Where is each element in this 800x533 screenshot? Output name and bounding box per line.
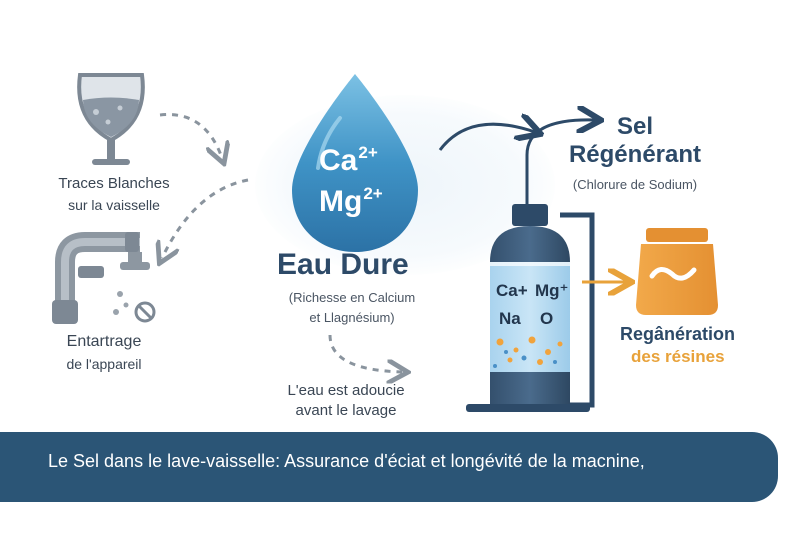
regeneration-title: Regânération xyxy=(620,324,736,344)
wine-glass-icon xyxy=(77,73,145,165)
scaling-subtitle: de l'appareil xyxy=(66,356,142,372)
footer-caption: Le Sel dans le lave-vaisselle: Assurance… xyxy=(48,451,645,471)
salt-title-1: Sel xyxy=(616,113,654,140)
arrow-to-softened xyxy=(328,334,402,372)
tank-ion-calcium: Ca+ xyxy=(496,281,528,300)
magnesium-charge: 2+ xyxy=(363,184,383,203)
resin-tank xyxy=(466,204,590,412)
arrow-tank-to-salt xyxy=(525,120,595,210)
softened-line-2: avant le lavage xyxy=(295,402,397,419)
arrow-drop-to-tank xyxy=(438,124,535,151)
salt-subtitle: (Chlorure de Sodium) xyxy=(572,177,698,192)
tank-ion-sodium: Na xyxy=(499,309,521,328)
calcium-symbol: Ca xyxy=(319,144,358,177)
hard-water-subtitle-1: (Richesse en Calcium xyxy=(288,290,416,305)
softened-line-1: L'eau est adoucie xyxy=(287,382,405,399)
scaling-title: Entartrage xyxy=(66,333,142,350)
white-traces-title: Traces Blanches xyxy=(58,175,170,192)
calcium-charge: 2+ xyxy=(358,143,378,162)
magnesium-symbol: Mg xyxy=(319,185,363,218)
drop-ion-magnesium: Mg2+ xyxy=(319,184,383,219)
arrow-to-traces xyxy=(159,113,222,158)
regeneration-subtitle: des résines xyxy=(631,347,725,366)
salt-bag-icon xyxy=(636,228,718,315)
hard-water-subtitle-2: et Llagnésium) xyxy=(309,310,395,325)
tank-ion-magnesium: Mg⁺ xyxy=(535,281,569,300)
pipe-faucet-icon xyxy=(52,232,150,324)
prohibited-icon xyxy=(134,301,156,323)
salt-title-2: Régénérant xyxy=(568,141,702,168)
hard-water-title: Eau Dure xyxy=(277,248,409,281)
drop-ion-calcium: Ca2+ xyxy=(319,143,378,178)
tank-ion-exchange: O xyxy=(540,309,554,328)
water-drop-icon xyxy=(292,74,418,252)
footer-banner xyxy=(0,432,778,502)
white-traces-subtitle: sur la vaisselle xyxy=(68,197,160,213)
